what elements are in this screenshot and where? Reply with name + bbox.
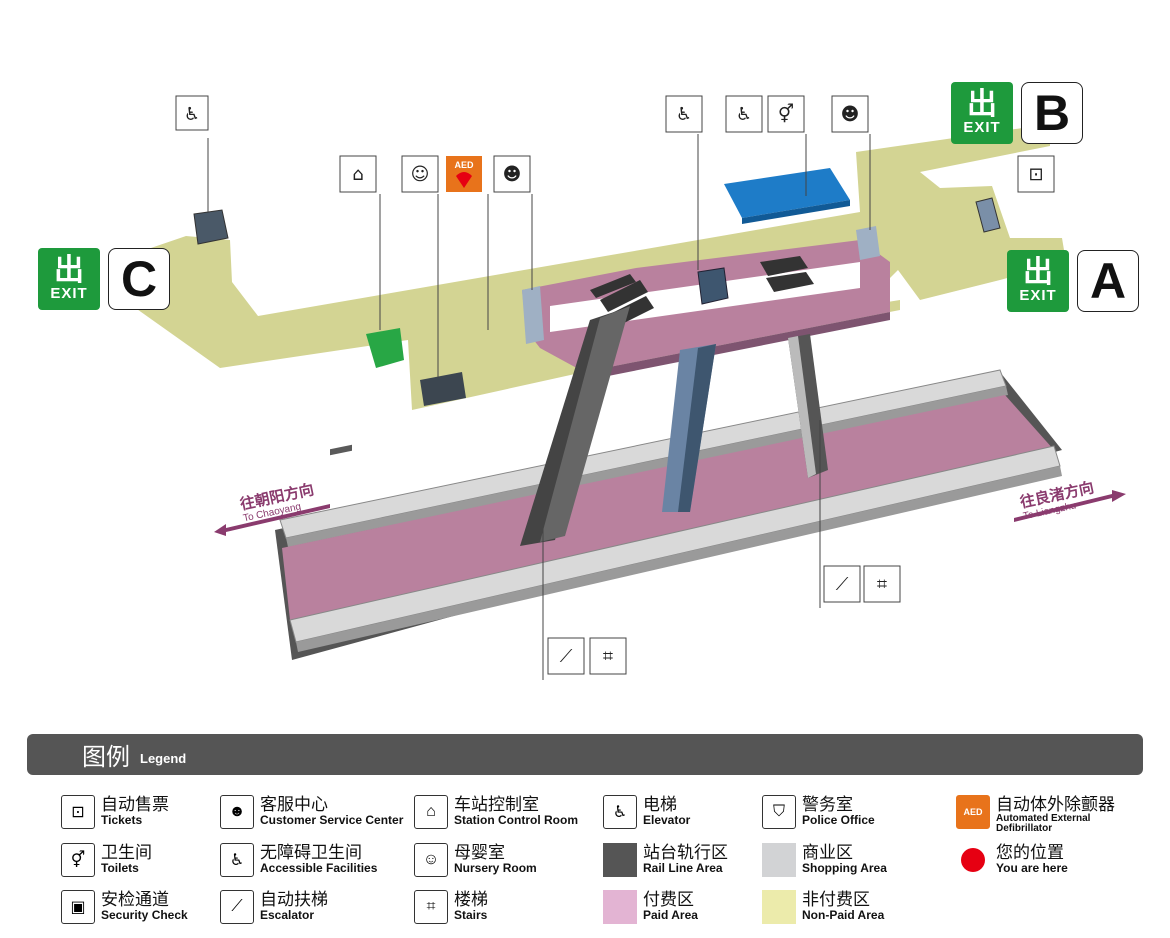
stairs-icon-2: ⌗ bbox=[877, 574, 887, 595]
station-map: AED ♿ ⌂ ☺ ☻ ♿ ♿ ⚥ ☻ ⊡ ⟋ ⌗ ⟋ ⌗ bbox=[110, 95, 1126, 680]
exit-c-letter: C bbox=[108, 248, 170, 310]
exit-c-badge: 出 EXIT bbox=[38, 248, 100, 310]
stairs-icon: ⌗ bbox=[603, 646, 613, 667]
exit-glyph: 出 bbox=[1023, 254, 1053, 290]
non-paid-swatch bbox=[762, 890, 796, 924]
customer-service-icon: ☻ bbox=[220, 795, 254, 829]
security-check-icon: ▣ bbox=[61, 890, 95, 924]
shopping-swatch bbox=[762, 843, 796, 877]
exit-c-sign: 出 EXIT C bbox=[38, 248, 170, 310]
elevator-paid bbox=[697, 267, 729, 305]
toilet-icon: ⚥ bbox=[778, 103, 794, 125]
exit-b-letter: B bbox=[1021, 82, 1083, 144]
ticket-icon: ⊡ bbox=[61, 795, 95, 829]
stairs-icon: ⌗ bbox=[414, 890, 448, 924]
callout-customer-service-2 bbox=[831, 95, 869, 133]
elevator-icon: ♿ bbox=[184, 104, 200, 125]
exit-b-label: EXIT bbox=[963, 118, 1001, 136]
toilet-icon: ⚥ bbox=[61, 843, 95, 877]
accessible-toilet-icon: ♿ bbox=[220, 843, 254, 877]
escalator-right bbox=[760, 256, 814, 292]
customer-service-icon: ☻ bbox=[503, 164, 522, 185]
callout-elevator-paid bbox=[665, 95, 703, 133]
callout-toilet bbox=[767, 95, 805, 133]
control-room-icon: ⌂ bbox=[352, 164, 363, 185]
legend-title-cn: 图例 bbox=[82, 744, 130, 771]
callout-stairs-2 bbox=[863, 565, 901, 603]
exit-c-label: EXIT bbox=[50, 284, 88, 302]
callout-tickets bbox=[1017, 155, 1055, 193]
callout-escalator-2 bbox=[823, 565, 861, 603]
elevator-icon: ♿ bbox=[603, 795, 637, 829]
legend-title-en: Legend bbox=[140, 751, 187, 766]
callout-accessible-toilet bbox=[725, 95, 763, 133]
exit-a-sign: 出 EXIT A bbox=[1007, 250, 1139, 312]
paid-swatch bbox=[603, 890, 637, 924]
accessible-toilet-icon: ♿ bbox=[736, 104, 752, 125]
elevator-b bbox=[975, 197, 1001, 233]
exit-b-badge: 出 EXIT bbox=[951, 82, 1013, 144]
callout-customer-service bbox=[493, 155, 531, 193]
exit-a-label: EXIT bbox=[1019, 286, 1057, 304]
callout-control-room bbox=[339, 155, 377, 193]
ticket-icon: ⊡ bbox=[1028, 164, 1043, 185]
exit-glyph: 出 bbox=[967, 86, 997, 122]
elevator-c bbox=[193, 209, 229, 245]
you-are-here-dot bbox=[961, 848, 985, 872]
control-room-block bbox=[366, 328, 404, 368]
callout-escalator-1 bbox=[547, 637, 585, 675]
escalator-icon-2: ⟋ bbox=[836, 574, 849, 595]
callout-stairs-1 bbox=[589, 637, 627, 675]
aed-badge-text: AED bbox=[454, 160, 474, 170]
elevator-icon-2: ♿ bbox=[676, 104, 692, 125]
police-icon: ⛉ bbox=[762, 795, 796, 829]
aed-icon: AED bbox=[956, 795, 990, 829]
direction-arrow-west bbox=[214, 504, 330, 536]
control-room-icon: ⌂ bbox=[414, 795, 448, 829]
exit-glyph: 出 bbox=[54, 252, 84, 288]
callout-nursery bbox=[401, 155, 439, 193]
nursery-icon: ☺ bbox=[414, 843, 448, 877]
nursery-block bbox=[420, 372, 466, 406]
rail-level bbox=[275, 369, 1062, 660]
exit-a-letter: A bbox=[1077, 250, 1139, 312]
nursery-icon: ☺ bbox=[411, 164, 430, 185]
legend-header: 图例 Legend bbox=[27, 734, 1143, 775]
direction-arrow-east bbox=[1014, 490, 1126, 522]
concourse-non-paid-area bbox=[110, 124, 1066, 410]
escalator-icon: ⟋ bbox=[220, 890, 254, 924]
customer-service-icon-2: ☻ bbox=[841, 104, 860, 125]
callout-elevator-c bbox=[175, 95, 209, 131]
exit-b-sign: 出 EXIT B bbox=[951, 82, 1083, 144]
shopping-area bbox=[724, 168, 850, 218]
escalator-icon: ⟋ bbox=[560, 646, 573, 667]
rail-swatch bbox=[603, 843, 637, 877]
exit-a-badge: 出 EXIT bbox=[1007, 250, 1069, 312]
